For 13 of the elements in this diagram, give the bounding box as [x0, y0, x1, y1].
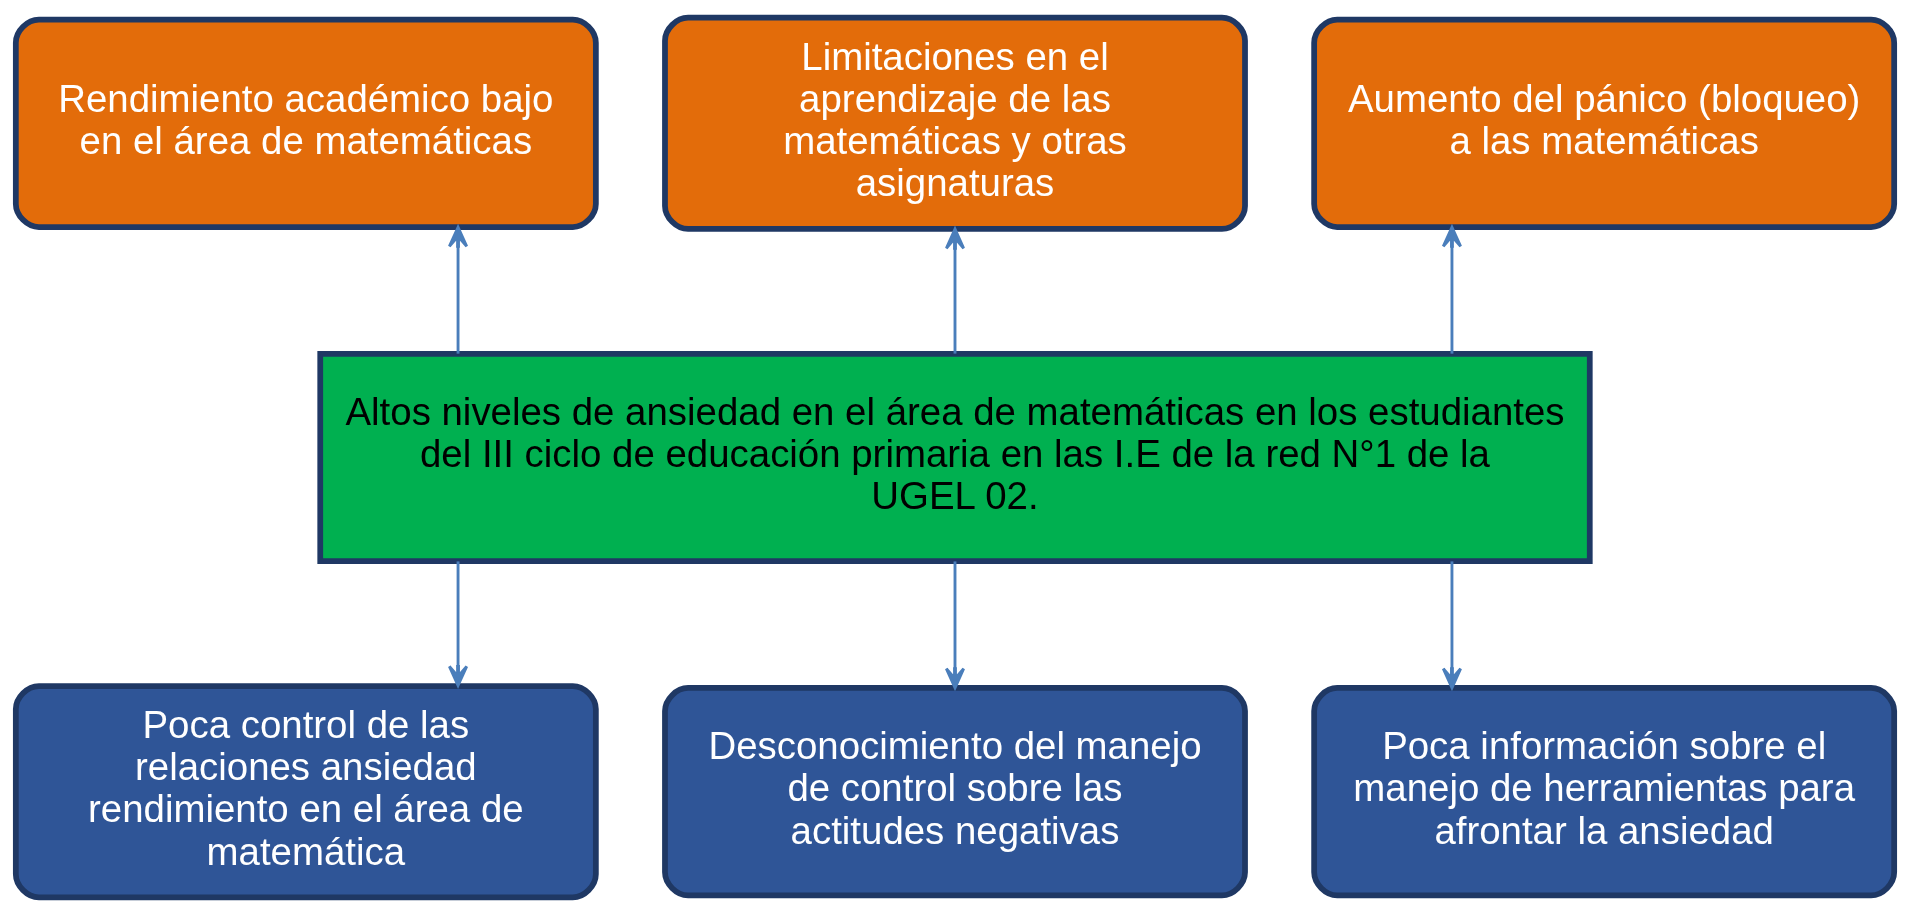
node-box: Desconocimiento del manejo de control sobre las actitudes negativas: [662, 684, 1248, 898]
node-box: Aumento del pánico (bloqueo) a las matemáticas: [1311, 16, 1898, 230]
node-box: Limitaciones en el aprendizaje de las matemáticas y otras asignaturas: [662, 14, 1248, 232]
node-box: Poca información sobre el manejo de herramientas para afrontar la ansiedad: [1311, 684, 1898, 898]
arrow: [944, 227, 966, 354]
arrow: [1441, 560, 1463, 689]
node-box: Altos niveles de ansiedad en el área de matemáticas en los estudiantes del III ciclo de educación primaria en las I.E de la red N°1 de la UGEL 02.: [317, 350, 1593, 564]
arrow: [447, 225, 469, 354]
node-box: Rendimiento académico bajo en el área de matemáticas: [12, 16, 599, 230]
arrow: [447, 560, 469, 687]
arrow: [944, 560, 966, 689]
node-box: Poca control de las relaciones ansiedad rendimiento en el área de matemática: [12, 682, 599, 900]
arrow: [1441, 225, 1463, 354]
